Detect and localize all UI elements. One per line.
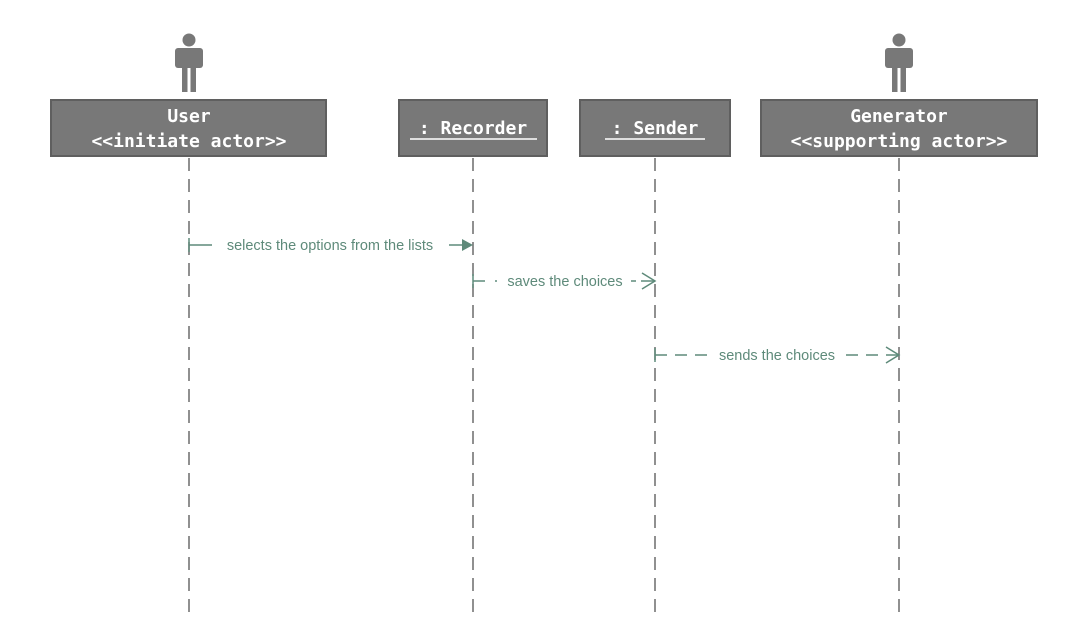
arrowhead-open-icon bbox=[885, 346, 901, 364]
arrowhead-filled-icon bbox=[462, 239, 473, 251]
participant-recorder[interactable]: : Recorder bbox=[398, 99, 548, 157]
participant-sender-name: : Sender bbox=[612, 118, 699, 139]
participant-user-name: User bbox=[167, 106, 211, 127]
participant-generator[interactable]: Generator <<supporting actor>> bbox=[760, 99, 1038, 157]
message-label: selects the options from the lists bbox=[227, 238, 433, 254]
participant-sender[interactable]: : Sender bbox=[579, 99, 731, 157]
participant-recorder-name: : Recorder bbox=[419, 118, 528, 139]
person-icon bbox=[885, 33, 913, 92]
message-selects-options[interactable]: selects the options from the lists bbox=[188, 238, 473, 254]
participant-user-stereotype: <<initiate actor>> bbox=[91, 131, 286, 152]
participant-generator-stereotype: <<supporting actor>> bbox=[791, 131, 1008, 152]
message-label: saves the choices bbox=[507, 274, 622, 290]
message-saves-choices[interactable]: saves the choices bbox=[472, 272, 657, 290]
person-icon bbox=[175, 33, 203, 92]
participant-user[interactable]: User <<initiate actor>> bbox=[50, 99, 327, 157]
message-label: sends the choices bbox=[719, 348, 835, 364]
participant-generator-name: Generator bbox=[850, 106, 948, 127]
arrowhead-open-icon bbox=[641, 272, 657, 290]
message-sends-choices[interactable]: sends the choices bbox=[654, 346, 901, 364]
